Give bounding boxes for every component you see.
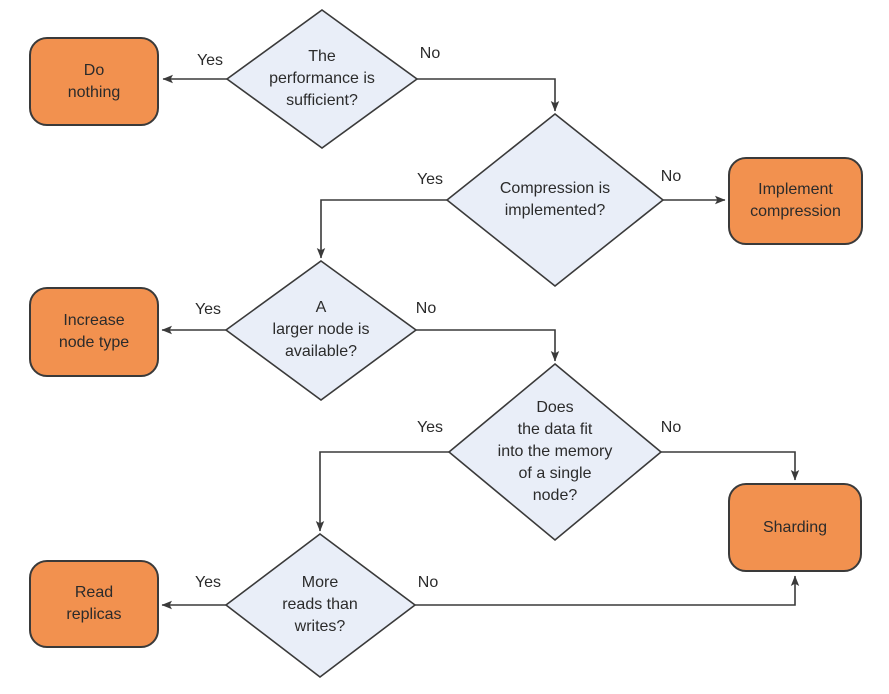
decision-compression-line: Compression is	[499, 180, 611, 197]
decision-performance-line: The	[308, 48, 336, 65]
decision-data-fit-shape	[447, 362, 663, 542]
action-implement-compression: Implement compression	[728, 157, 863, 245]
decision-reads-writes-line: writes?	[294, 618, 346, 635]
action-increase-node-type-line: node type	[58, 334, 130, 351]
decision-compression-label: Compression is implemented?	[500, 178, 610, 222]
edge-label-larger-node-yes: Yes	[194, 301, 222, 318]
decision-larger-node-label: A larger node is available?	[273, 297, 370, 363]
decision-reads-writes-shape	[224, 532, 417, 679]
decision-data-fit-line: into the memory	[497, 443, 613, 460]
action-increase-node-type-line: Increase	[63, 312, 125, 329]
decision-data-fit-label: Does the data fit into the memory of a s…	[498, 397, 613, 507]
decision-data-fit-line: of a single	[518, 465, 592, 482]
decision-reads-writes-line: reads than	[282, 596, 358, 613]
edge-performance-no	[417, 78, 560, 112]
action-read-replicas-line: Read	[74, 584, 114, 601]
edge-label-reads-yes: Yes	[194, 574, 222, 591]
decision-data-fit-line: node?	[532, 487, 578, 504]
edge-label-larger-node-no: No	[415, 300, 437, 317]
action-sharding: Sharding	[728, 483, 862, 572]
decision-performance-line: performance is	[269, 70, 375, 87]
action-read-replicas: Read replicas	[29, 560, 159, 648]
action-increase-node-type: Increase node type	[29, 287, 159, 377]
action-do-nothing: Do nothing	[29, 37, 159, 126]
connectors	[161, 74, 800, 610]
decision-larger-node-line: available?	[284, 343, 358, 360]
decision-performance-line: sufficient?	[286, 92, 358, 109]
edge-larger-node-no	[416, 329, 560, 362]
action-do-nothing-line: nothing	[67, 83, 121, 101]
action-implement-compression-line: compression	[750, 203, 841, 220]
decision-larger-node-shape	[224, 260, 418, 401]
decision-compression-shape	[445, 112, 665, 288]
edge-label-performance-yes: Yes	[196, 52, 224, 69]
edge-data-fit-yes	[315, 451, 449, 532]
edge-label-data-fit-yes: Yes	[416, 419, 444, 436]
edge-label-data-fit-no: No	[660, 419, 682, 436]
decision-performance-shape	[225, 9, 419, 149]
action-do-nothing-line: Do	[83, 61, 105, 79]
edge-label-reads-no: No	[417, 574, 439, 591]
action-sharding-line: Sharding	[762, 518, 828, 536]
decision-larger-node-line: larger node is	[272, 321, 370, 338]
action-read-replicas-line: replicas	[66, 606, 122, 623]
edge-label-performance-no: No	[419, 45, 441, 62]
decision-reads-writes-label: More reads than writes?	[282, 572, 358, 638]
edge-compression-yes	[316, 199, 447, 259]
decision-data-fit-line: Does	[536, 399, 574, 416]
decision-larger-node-line: A	[315, 299, 327, 316]
decision-performance-label: The performance is sufficient?	[269, 46, 375, 112]
decision-compression-line: implemented?	[504, 202, 606, 219]
action-implement-compression-line: Implement	[758, 181, 833, 198]
edge-reads-no	[415, 575, 800, 606]
decision-reads-writes-line: More	[301, 574, 339, 591]
edge-data-fit-no	[661, 451, 800, 481]
edge-label-compression-no: No	[660, 168, 682, 185]
edge-label-compression-yes: Yes	[416, 171, 444, 188]
decision-data-fit-line: the data fit	[517, 421, 593, 438]
